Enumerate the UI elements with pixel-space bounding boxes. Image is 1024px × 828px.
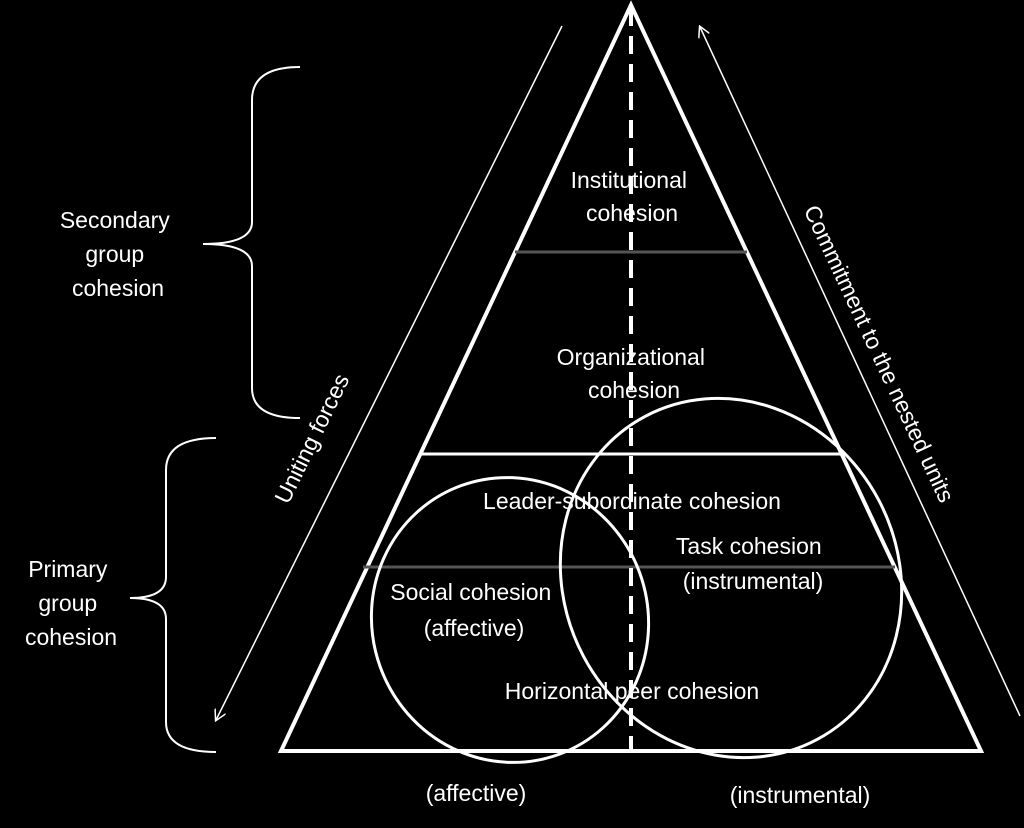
bottom-instrumental-label: (instrumental) — [730, 782, 871, 808]
social-cohesion-ellipse — [369, 476, 651, 764]
task-cohesion-ellipse — [558, 396, 904, 760]
bottom-affective-label: (affective) — [426, 780, 527, 806]
task-cohesion-label: Task cohesion (instrumental) — [676, 533, 828, 594]
secondary-brace — [202, 66, 301, 419]
horizontal-peer-label: Horizontal peer cohesion — [505, 678, 759, 704]
organizational-label: Organizational cohesion — [557, 344, 712, 403]
commitment-arrow — [700, 27, 1021, 717]
primary-label: Primary group cohesion — [25, 556, 117, 650]
commitment-label: Commitment to the nested units — [799, 201, 960, 506]
secondary-label: Secondary group cohesion — [60, 207, 176, 301]
primary-brace — [129, 437, 217, 753]
uniting-forces-label: Uniting forces — [269, 370, 354, 508]
institutional-label: Institutional cohesion — [571, 167, 694, 226]
social-cohesion-label: Social cohesion (affective) — [390, 579, 558, 641]
uniting-forces-arrow — [216, 25, 563, 720]
leader-subordinate-label: Leader-subordinate cohesion — [483, 488, 781, 514]
